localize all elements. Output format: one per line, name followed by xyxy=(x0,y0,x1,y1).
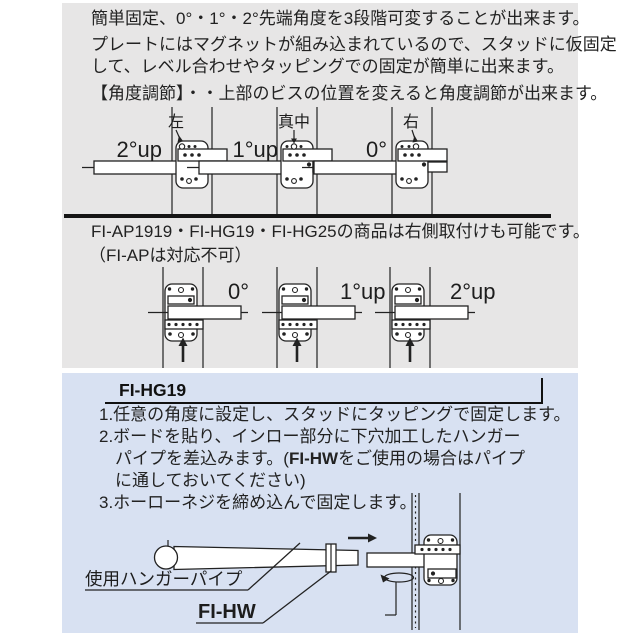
title-rule-tick xyxy=(541,378,543,404)
magnet-note-line1: プレートにはマグネットが組み込まれているので、スタッドに仮固定 xyxy=(91,35,617,54)
angle-label-2up-right: 2°up xyxy=(450,279,496,304)
pipe-label: 使用ハンガーパイプ xyxy=(85,569,243,589)
angle-label-2up: 2°up xyxy=(116,137,162,162)
stub-pipe xyxy=(366,552,430,568)
fi-hg19-section: FI-HG19 1.任意の角度に設定し、スタッドにタッピングで固定します。 2.… xyxy=(62,373,578,633)
position-label-left: 左 xyxy=(168,113,184,131)
step-2-cont: パイプを差込みます。(FI-HWをご使用の場合はパイプ xyxy=(115,448,525,470)
insert-arrow-icon xyxy=(348,533,377,543)
left-mount-diagrams: 左 2°up 真中 1°up 右 0° xyxy=(81,107,448,215)
section-divider xyxy=(64,214,551,218)
step-2-cont2: に通しておいてください) xyxy=(115,471,306,490)
position-label-right: 右 xyxy=(403,113,419,131)
installation-diagram: 使用ハンガーパイプ FI-HW xyxy=(85,493,461,630)
step-2-cont-pre: パイプを差込みます。( xyxy=(115,449,289,468)
step-2-part-name: FI-HW xyxy=(288,449,339,468)
right-mount-note-line2: （FI-APは対応不可） xyxy=(89,246,252,265)
step-2-cont-post: をご使用の場合はパイプ xyxy=(338,449,526,468)
angle-label-1up-right: 1°up xyxy=(340,279,386,304)
bracket-plate xyxy=(414,534,461,586)
fi-hw-label: FI-HW xyxy=(198,601,256,623)
intro-text: 簡単固定、0°・1°・2°先端角度を3段階可変することが出来ます。 xyxy=(91,9,590,28)
right-mount-diagrams: 0° 1°up 2°up xyxy=(146,267,496,368)
right-mount-note-line1: FI-AP1919・FI-HG19・FI-HG25の商品は右側取付けも可能です。 xyxy=(91,222,590,241)
title-rule xyxy=(105,402,543,404)
step-2: 2.ボードを貼り、インロー部分に下穴加工したハンガー xyxy=(99,427,521,446)
screw-hole-left-marker xyxy=(175,129,197,150)
angle-adjust-section: 簡単固定、0°・1°・2°先端角度を3段階可変することが出来ます。 プレートには… xyxy=(62,3,617,368)
angle-adjust-heading: 【角度調節】・・上部のビスの位置を変えると角度調節が出来ます。 xyxy=(91,84,608,103)
position-label-middle: 真中 xyxy=(278,113,310,131)
step-1: 1.任意の角度に設定し、スタッドにタッピングで固定します。 xyxy=(99,405,571,424)
angle-label-0-right: 0° xyxy=(228,279,249,304)
magnet-note-line2: して、レベル合わせやタッピングでの固定が簡単に出来ます。 xyxy=(91,57,564,76)
angle-label-0: 0° xyxy=(366,137,387,162)
screw-hole-middle-marker xyxy=(285,130,303,150)
angle-label-1up: 1°up xyxy=(232,137,278,162)
product-title: FI-HG19 xyxy=(119,380,187,400)
step-3: 3.ホーローネジを締め込んで固定します。 xyxy=(99,493,417,512)
hanger-pipe xyxy=(153,540,359,573)
rotation-arrow-icon xyxy=(380,572,415,616)
screw-hole-right-marker xyxy=(400,129,420,150)
